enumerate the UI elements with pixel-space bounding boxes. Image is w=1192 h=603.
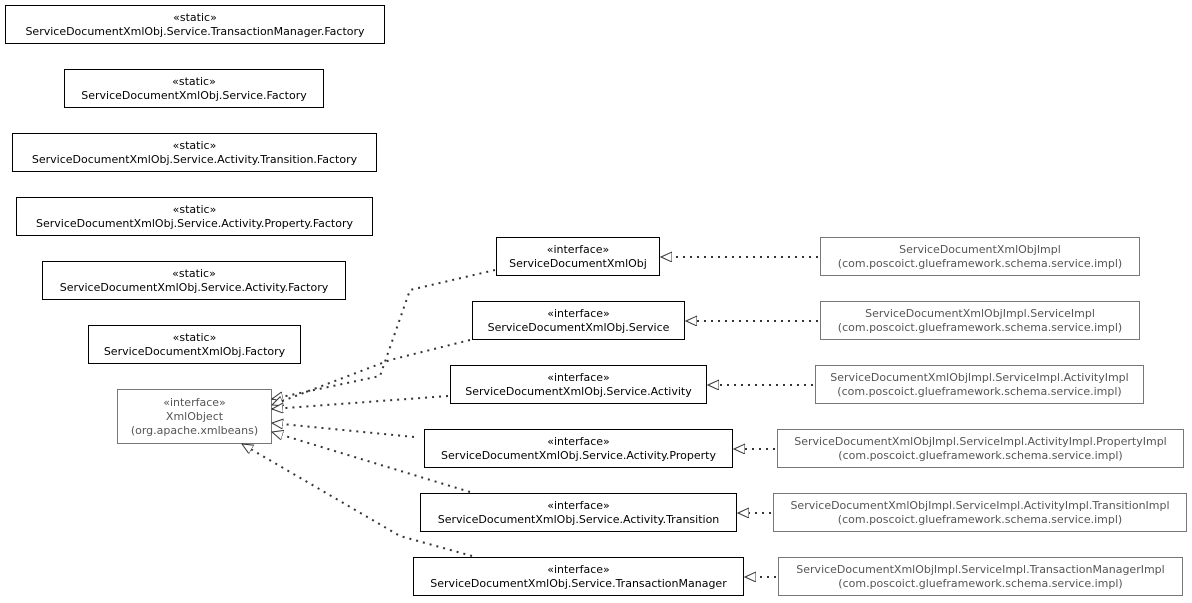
class-name: ServiceDocumentXmlObj.Service.Activity.P… xyxy=(441,448,716,462)
class-name: ServiceDocumentXmlObj.Service.Activity xyxy=(465,384,692,398)
class-name: ServiceDocumentXmlObj.Service.Activity.T… xyxy=(31,152,358,166)
impl-serviceimpl[interactable]: ServiceDocumentXmlObjImpl.ServiceImpl (c… xyxy=(820,301,1140,340)
interface-property[interactable]: «interface» ServiceDocumentXmlObj.Servic… xyxy=(424,429,733,468)
static-class-factory[interactable]: «static» ServiceDocumentXmlObj.Factory xyxy=(88,325,301,364)
package-name: (com.poscoict.glueframework.schema.servi… xyxy=(838,448,1123,462)
stereotype-label: «static» xyxy=(172,330,217,344)
interface-activity[interactable]: «interface» ServiceDocumentXmlObj.Servic… xyxy=(450,365,707,404)
stereotype-label: «static» xyxy=(173,10,217,24)
class-name: ServiceDocumentXmlObjImpl.ServiceImpl.Ac… xyxy=(830,370,1129,384)
stereotype-label: «static» xyxy=(172,202,217,216)
impl-transitionimpl[interactable]: ServiceDocumentXmlObjImpl.ServiceImpl.Ac… xyxy=(773,493,1187,532)
stereotype-label: «interface» xyxy=(163,395,226,409)
impl-transactionmanagerimpl[interactable]: ServiceDocumentXmlObjImpl.ServiceImpl.Tr… xyxy=(778,557,1183,596)
interface-transactionmanager[interactable]: «interface» ServiceDocumentXmlObj.Servic… xyxy=(413,557,744,596)
class-name: ServiceDocumentXmlObj.Service.Activity.P… xyxy=(35,216,353,230)
class-name: ServiceDocumentXmlObjImpl xyxy=(899,242,1061,256)
interface-servicedocumentxmlobj[interactable]: «interface» ServiceDocumentXmlObj xyxy=(496,237,660,276)
interface-transition[interactable]: «interface» ServiceDocumentXmlObj.Servic… xyxy=(420,493,737,532)
stereotype-label: «interface» xyxy=(547,370,610,384)
stereotype-label: «interface» xyxy=(546,242,610,256)
edge-transition-to-xmlobject xyxy=(272,432,471,493)
stereotype-label: «interface» xyxy=(547,434,610,448)
impl-servicedocumentxmlobjimpl[interactable]: ServiceDocumentXmlObjImpl (com.poscoict.… xyxy=(820,237,1140,276)
interface-service[interactable]: «interface» ServiceDocumentXmlObj.Servic… xyxy=(472,301,685,340)
class-name: ServiceDocumentXmlObjImpl.ServiceImpl.Ac… xyxy=(794,434,1167,448)
edge-servicedocumentxmlobj-to-xmlobject xyxy=(272,269,496,399)
static-class-property-factory[interactable]: «static» ServiceDocumentXmlObj.Service.A… xyxy=(16,197,373,236)
class-name: ServiceDocumentXmlObj.Service.Activity.F… xyxy=(59,280,329,294)
stereotype-label: «interface» xyxy=(547,562,610,576)
class-name: ServiceDocumentXmlObjImpl.ServiceImpl xyxy=(865,306,1095,320)
stereotype-label: «interface» xyxy=(547,498,610,512)
package-name: (com.poscoict.glueframework.schema.servi… xyxy=(837,384,1122,398)
edge-property-to-xmlobject xyxy=(272,423,415,438)
class-name: ServiceDocumentXmlObj.Service.Activity.T… xyxy=(437,512,720,526)
xmlobject-interface[interactable]: «interface» XmlObject (org.apache.xmlbea… xyxy=(117,389,272,444)
class-name: ServiceDocumentXmlObj xyxy=(509,256,647,270)
package-name: (com.poscoict.glueframework.schema.servi… xyxy=(837,256,1123,270)
class-name: ServiceDocumentXmlObj.Service.Factory xyxy=(81,88,307,102)
class-name: ServiceDocumentXmlObjImpl.ServiceImpl.Ac… xyxy=(790,498,1170,512)
class-name: XmlObject xyxy=(165,409,224,423)
package-name: (com.poscoict.glueframework.schema.servi… xyxy=(837,512,1123,526)
class-name: ServiceDocumentXmlObj.Service.Transactio… xyxy=(25,24,365,38)
package-name: (com.poscoict.glueframework.schema.servi… xyxy=(838,576,1123,590)
class-name: ServiceDocumentXmlObj.Service.Transactio… xyxy=(430,576,727,590)
edge-activity-to-xmlobject xyxy=(272,395,449,409)
edge-transactionmanager-to-xmlobject xyxy=(242,443,473,557)
static-class-activity-factory[interactable]: «static» ServiceDocumentXmlObj.Service.A… xyxy=(42,261,346,300)
edge-service-to-xmlobject xyxy=(272,339,471,405)
class-name: ServiceDocumentXmlObj.Factory xyxy=(103,344,286,358)
stereotype-label: «static» xyxy=(172,74,216,88)
static-class-service-factory[interactable]: «static» ServiceDocumentXmlObj.Service.F… xyxy=(64,69,324,108)
class-name: ServiceDocumentXmlObj.Service xyxy=(487,320,670,334)
stereotype-label: «interface» xyxy=(547,306,610,320)
stereotype-label: «static» xyxy=(172,138,217,152)
static-class-transactionmanager-factory[interactable]: «static» ServiceDocumentXmlObj.Service.T… xyxy=(5,5,385,44)
impl-activityimpl[interactable]: ServiceDocumentXmlObjImpl.ServiceImpl.Ac… xyxy=(815,365,1144,404)
stereotype-label: «static» xyxy=(172,266,216,280)
package-name: (org.apache.xmlbeans) xyxy=(130,423,259,437)
static-class-transition-factory[interactable]: «static» ServiceDocumentXmlObj.Service.A… xyxy=(12,133,377,172)
impl-propertyimpl[interactable]: ServiceDocumentXmlObjImpl.ServiceImpl.Ac… xyxy=(777,429,1184,468)
package-name: (com.poscoict.glueframework.schema.servi… xyxy=(837,320,1123,334)
class-name: ServiceDocumentXmlObjImpl.ServiceImpl.Tr… xyxy=(796,562,1165,576)
